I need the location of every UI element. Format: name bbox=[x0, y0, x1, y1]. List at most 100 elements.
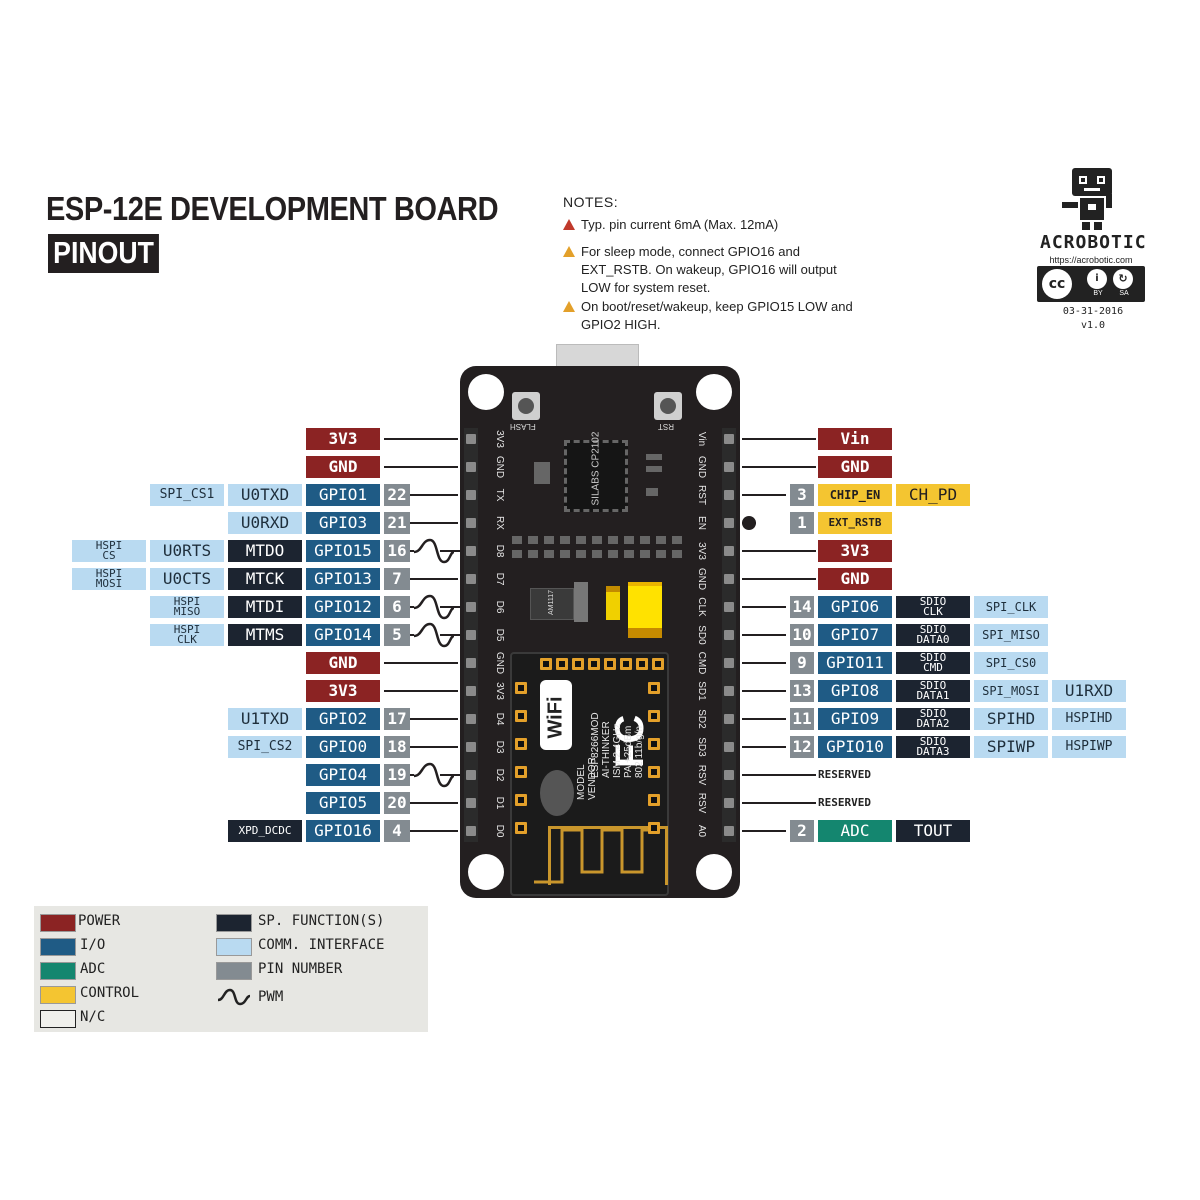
legend-swatch-sp-function bbox=[216, 914, 252, 932]
module-pad bbox=[648, 822, 660, 834]
pin-function-gpio11[interactable]: GPIO11 bbox=[818, 652, 892, 674]
pin-function-gpio12[interactable]: GPIO12 bbox=[306, 596, 380, 618]
comm-interface: U0RXD bbox=[228, 512, 302, 534]
pin-number: 2 bbox=[790, 820, 814, 842]
header-pin-label: EN bbox=[696, 516, 707, 530]
module-pad bbox=[648, 738, 660, 750]
pin-connector-line bbox=[742, 662, 786, 664]
header-pin-label: D2 bbox=[494, 768, 505, 782]
pin-function-gpio3[interactable]: GPIO3 bbox=[306, 512, 380, 534]
pin-function-gpio15[interactable]: GPIO15 bbox=[306, 540, 380, 562]
by-label: BY bbox=[1093, 290, 1103, 297]
header-pin-hole bbox=[724, 434, 734, 444]
smd-component bbox=[646, 466, 662, 472]
pin-function-adc[interactable]: ADC bbox=[818, 820, 892, 842]
pin-connector-line bbox=[742, 746, 786, 748]
header-pin-hole bbox=[724, 602, 734, 612]
smd-component bbox=[646, 488, 658, 496]
warning-yellow-icon bbox=[563, 246, 575, 257]
pin-number: 18 bbox=[384, 736, 410, 758]
reserved-label: RESERVED bbox=[818, 796, 871, 809]
legend-label: PWM bbox=[258, 989, 284, 1005]
header-pin-label: 3V3 bbox=[494, 430, 505, 448]
module-pad bbox=[604, 658, 616, 670]
header-pin-label: GND bbox=[494, 651, 505, 675]
pin-connector-line bbox=[742, 830, 786, 832]
comm-interface: U0TXD bbox=[228, 484, 302, 506]
header-pin-hole bbox=[466, 462, 476, 472]
module-text-line: 802.11b/g/n bbox=[634, 725, 645, 778]
pin-function-vin[interactable]: Vin bbox=[818, 428, 892, 450]
smd-component bbox=[534, 462, 550, 484]
pin-function-3v3[interactable]: 3V3 bbox=[306, 428, 380, 450]
pin-function-gpio14[interactable]: GPIO14 bbox=[306, 624, 380, 646]
legend-label: COMM. INTERFACE bbox=[258, 937, 385, 953]
pin-function-gpio1[interactable]: GPIO1 bbox=[306, 484, 380, 506]
header-pin-label: D3 bbox=[494, 740, 505, 754]
header-pin-hole bbox=[466, 770, 476, 780]
pin-function-gpio0[interactable]: GPIO0 bbox=[306, 736, 380, 758]
pin-number: 4 bbox=[384, 820, 410, 842]
special-function: TOUT bbox=[896, 820, 970, 842]
pin-function-gnd[interactable]: GND bbox=[818, 456, 892, 478]
header-pin-label: CMD bbox=[696, 651, 707, 675]
pin-number: 13 bbox=[790, 680, 814, 702]
module-pad bbox=[515, 682, 527, 694]
note-item: On boot/reset/wakeup, keep GPIO15 LOW an… bbox=[563, 298, 873, 334]
pin-function-ext_rstb[interactable]: EXT_RSTB bbox=[818, 512, 892, 534]
pin-function-gpio13[interactable]: GPIO13 bbox=[306, 568, 380, 590]
header-pin-hole bbox=[724, 798, 734, 808]
usb-chip-label: SILABS CP2102 bbox=[590, 431, 602, 506]
pin-connector-line bbox=[742, 718, 786, 720]
header-pin-label: D4 bbox=[494, 712, 505, 726]
pin-number: 16 bbox=[384, 540, 410, 562]
legend-label: I/O bbox=[80, 937, 106, 953]
pin-connector-line bbox=[384, 718, 458, 720]
header-pin-label: RSV bbox=[696, 792, 707, 814]
brand-name: ACROBOTIC bbox=[1040, 232, 1147, 253]
pin-function-gpio2[interactable]: GPIO2 bbox=[306, 708, 380, 730]
header-pin-hole bbox=[466, 518, 476, 528]
pin-function-gpio10[interactable]: GPIO10 bbox=[818, 736, 892, 758]
pin-number: 3 bbox=[790, 484, 814, 506]
pin-function-gpio16[interactable]: GPIO16 bbox=[306, 820, 380, 842]
pin-connector-line bbox=[742, 550, 816, 552]
header-pin-label: GND bbox=[494, 455, 505, 479]
header-pin-hole bbox=[724, 546, 734, 556]
mount-hole bbox=[696, 854, 732, 890]
legend-swatch-control bbox=[40, 986, 76, 1004]
pin-function-3v3[interactable]: 3V3 bbox=[818, 540, 892, 562]
legend-swatch-comm bbox=[216, 938, 252, 956]
header-pin-hole bbox=[724, 490, 734, 500]
pin-number: 17 bbox=[384, 708, 410, 730]
header-pin-hole bbox=[724, 462, 734, 472]
pin-function-gpio8[interactable]: GPIO8 bbox=[818, 680, 892, 702]
pin-function-gpio5[interactable]: GPIO5 bbox=[306, 792, 380, 814]
header-pin-hole bbox=[724, 714, 734, 724]
pin-function-gpio9[interactable]: GPIO9 bbox=[818, 708, 892, 730]
legend-label: N/C bbox=[80, 1009, 106, 1025]
brand-url[interactable]: https://acrobotic.com bbox=[1049, 255, 1133, 265]
voltage-regulator: AM1117 bbox=[530, 588, 574, 620]
pin-function-gpio7[interactable]: GPIO7 bbox=[818, 624, 892, 646]
header-pin-hole bbox=[466, 658, 476, 668]
pin-function-chip_en[interactable]: CHIP_EN bbox=[818, 484, 892, 506]
pin-function-gnd[interactable]: GND bbox=[306, 456, 380, 478]
comm-interface: SPI_CS2 bbox=[228, 736, 302, 758]
pin-function-gpio4[interactable]: GPIO4 bbox=[306, 764, 380, 786]
pin-connector-line bbox=[742, 690, 786, 692]
pin-function-gnd[interactable]: GND bbox=[818, 568, 892, 590]
header-pin-label: D5 bbox=[494, 628, 505, 642]
mount-hole bbox=[696, 374, 732, 410]
warning-red-icon bbox=[563, 219, 575, 230]
rst-button[interactable] bbox=[654, 392, 682, 420]
header-pin-label: Vin bbox=[696, 431, 707, 447]
pin-function-gpio6[interactable]: GPIO6 bbox=[818, 596, 892, 618]
pin-function-3v3[interactable]: 3V3 bbox=[306, 680, 380, 702]
pin-number: 11 bbox=[790, 708, 814, 730]
note-text: For sleep mode, connect GPIO16 and EXT_R… bbox=[581, 244, 837, 295]
regulator-label: AM1117 bbox=[548, 589, 556, 616]
pin-function-gnd[interactable]: GND bbox=[306, 652, 380, 674]
flash-button[interactable] bbox=[512, 392, 540, 420]
header-pin-hole bbox=[724, 574, 734, 584]
